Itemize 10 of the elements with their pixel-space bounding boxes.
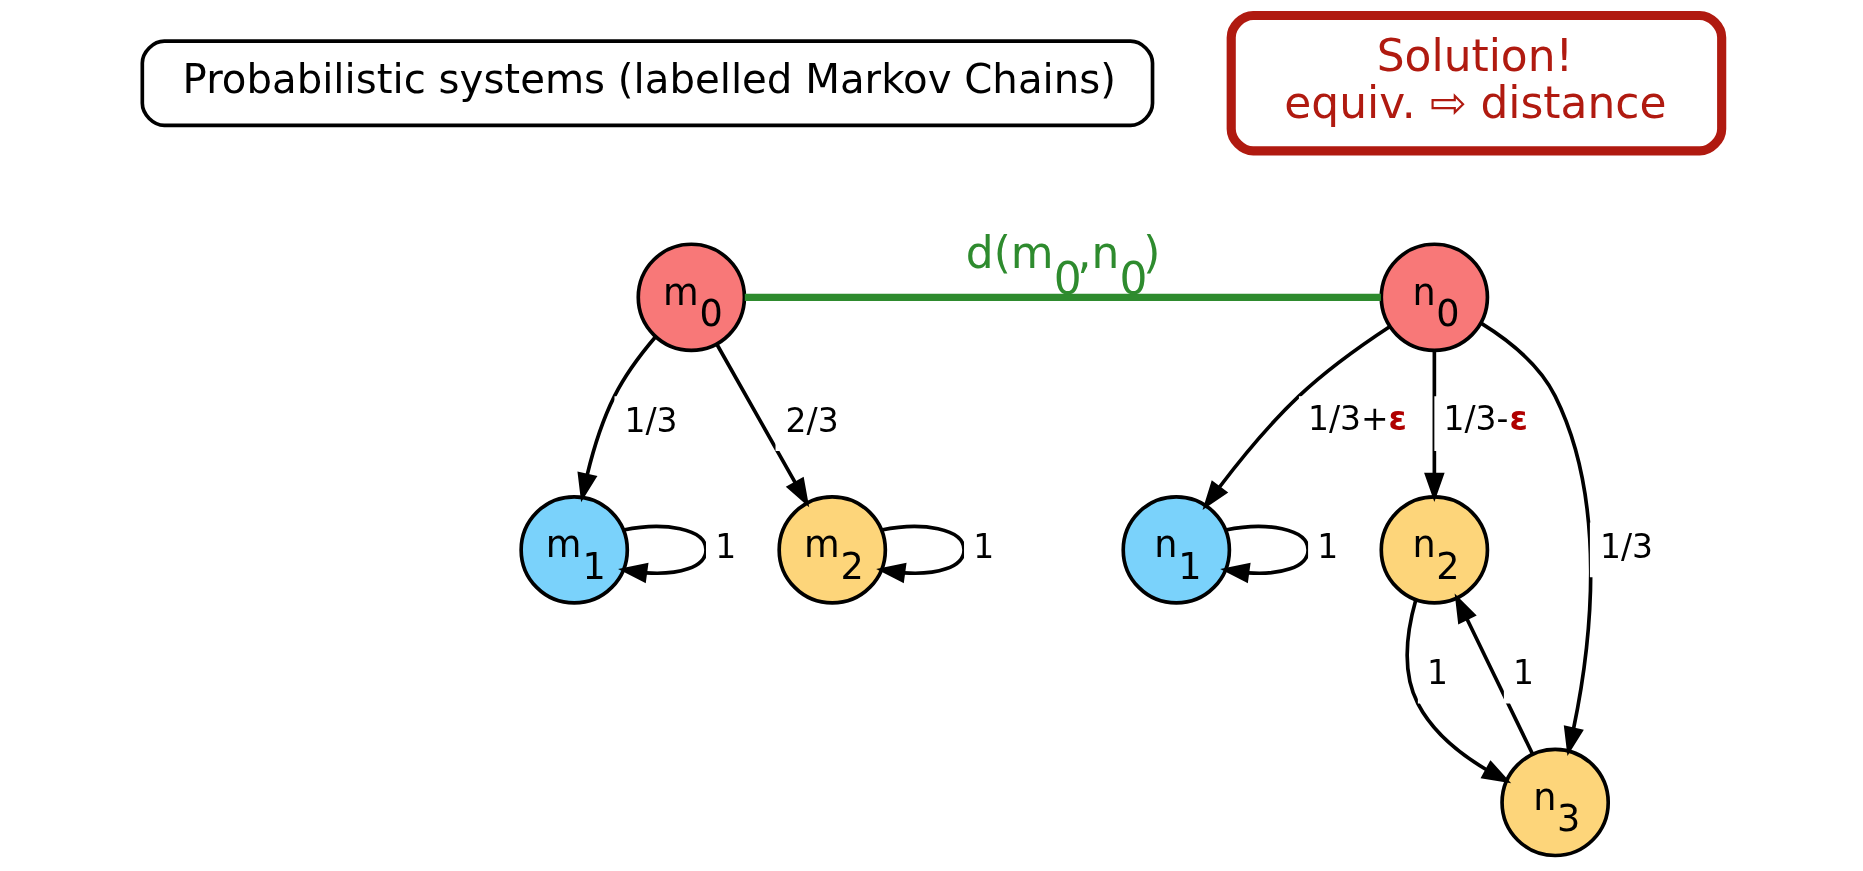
edge-label: 1/3 <box>1599 526 1653 566</box>
edge-label: 1 <box>1426 653 1448 693</box>
edge-label: 1/3+ε <box>1307 398 1407 438</box>
edge-label: 1 <box>714 526 736 566</box>
edge-label: 1/3-ε <box>1443 398 1528 438</box>
edge-label: 1/3 <box>624 400 678 440</box>
edge-label: 1 <box>972 526 994 566</box>
edge-label: 2/3 <box>785 400 839 440</box>
edge-label: 1 <box>1316 526 1338 566</box>
edge-label: 1 <box>1512 653 1534 693</box>
